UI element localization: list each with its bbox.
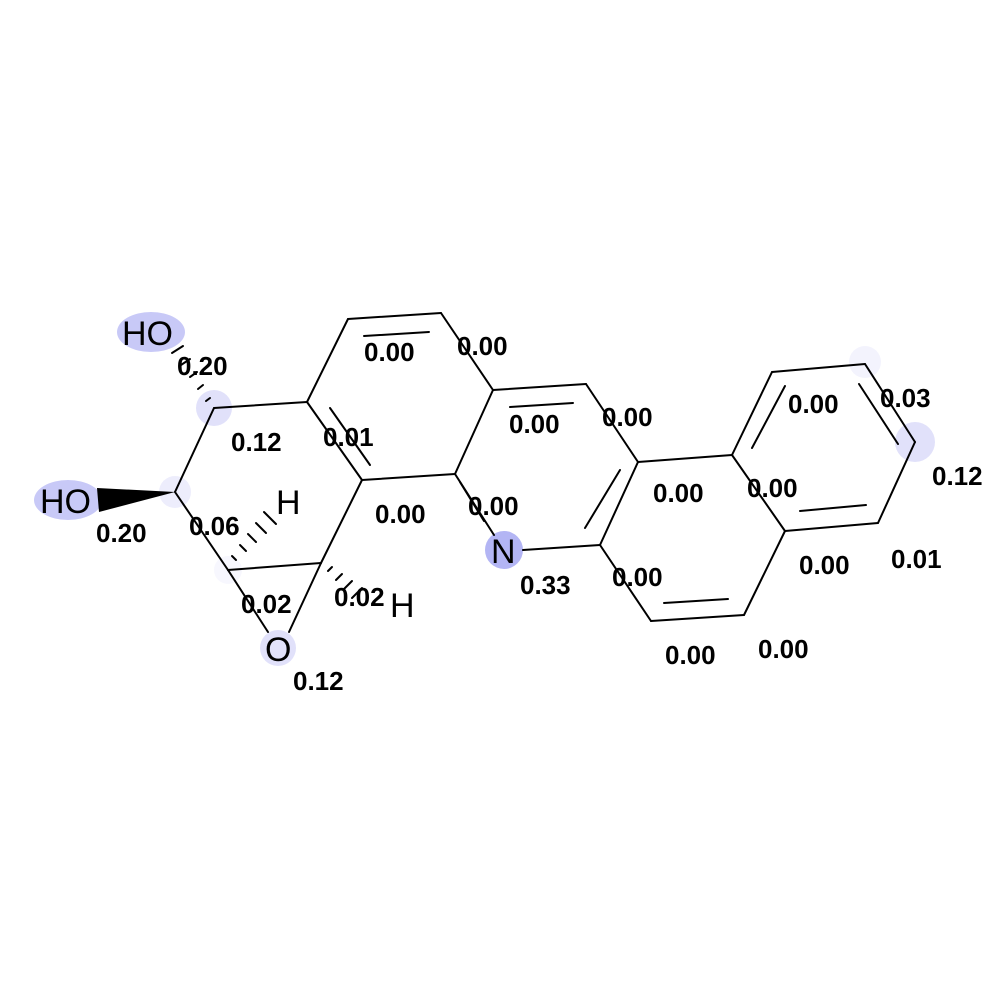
bond-c-mid-inner xyxy=(509,402,574,408)
bond-h-lower-hash-4 xyxy=(351,587,363,599)
weight-c-right-ring-tr: 0.03 xyxy=(880,383,931,413)
bond-c-right-ring-top-inner xyxy=(751,385,786,449)
bond-c-lower-right-ring-c-right-ring-junction xyxy=(731,454,786,532)
bond-c-above-n-n xyxy=(522,544,601,551)
highlight-o xyxy=(260,630,296,666)
bond-c-right-ring-br-c-lower-right-ring xyxy=(784,522,879,532)
bond-c-ring-top-left-c-ring-top-right xyxy=(347,312,442,320)
bond-c-center-c-above-n xyxy=(599,461,639,546)
weight-ho-upper: 0.20 xyxy=(177,351,228,381)
bond-c-right-ring-junction-c-right-ring-top xyxy=(731,371,773,456)
weight-c-right-ring-junction: 0.00 xyxy=(747,473,798,503)
atom-label-h-upper: H xyxy=(276,484,301,522)
weight-c-lower-junction: 0.00 xyxy=(375,499,426,529)
atom-label-h-lower: H xyxy=(390,587,415,625)
bond-c-right-ring-br-inner xyxy=(799,504,867,512)
bond-c-ho-upper-o-hash-5 xyxy=(171,345,184,354)
bond-c-ho-upper-o-hash-4 xyxy=(180,358,191,366)
weight-c-ring-top: 0.00 xyxy=(364,337,415,367)
bond-c-ho-upper-o-hash-2 xyxy=(197,384,204,390)
bond-c-lower-junction-c-ring-junction xyxy=(306,401,363,481)
atom-label-ho-upper: HO xyxy=(122,315,173,353)
bond-c-ho-lower-o-wedge xyxy=(97,488,175,512)
atom-highlights xyxy=(34,312,935,666)
bond-c-mid-right-c-center xyxy=(585,383,639,463)
bond-c-epox-right-o xyxy=(288,562,322,633)
bond-h-upper-hash-2 xyxy=(239,544,247,552)
bond-c-mid-ring-c-mid-right xyxy=(492,383,587,391)
bond-c-center-inner xyxy=(584,469,621,529)
weight-c-right-ring-top: 0.00 xyxy=(788,389,839,419)
bond-c-mid-ring-c-lower-ring xyxy=(454,389,494,475)
weight-c-ho-lower: 0.06 xyxy=(189,511,240,541)
atom-label-o: O xyxy=(265,631,291,669)
weight-c-mid-right: 0.00 xyxy=(602,402,653,432)
bond-c-epox-left-o xyxy=(227,569,269,633)
bond-epox-c-c xyxy=(227,562,322,571)
bond-c-lower-ring-c-lower-junction xyxy=(361,473,456,481)
atom-labels: HO HO H H N O xyxy=(40,315,516,669)
bond-c-ho-upper-o-hash-1 xyxy=(205,397,211,402)
bonds xyxy=(97,312,916,633)
weight-c-epox-right: 0.02 xyxy=(334,582,385,612)
bond-c-bottom-inner xyxy=(663,598,729,604)
bond-c-ring-junction-inner xyxy=(329,407,371,466)
highlight-ho-lower xyxy=(34,480,102,520)
weight-c-ring-junction: 0.01 xyxy=(323,422,374,452)
highlight-c-right-ring-tr xyxy=(849,346,881,378)
weight-c-epox-left: 0.02 xyxy=(241,589,292,619)
weight-o: 0.12 xyxy=(293,666,344,696)
bond-c-ho-upper-o-hash-3 xyxy=(189,371,198,378)
bond-h-lower-hash-1 xyxy=(327,566,333,572)
weight-c-ho-upper: 0.12 xyxy=(231,427,282,457)
bond-h-upper-hash-1 xyxy=(231,555,237,561)
weight-c-right-ring-bottom: 0.00 xyxy=(799,550,850,580)
bond-c-above-n-c-bottom-left xyxy=(599,544,652,622)
bond-c-bottom-left-c-bottom-right xyxy=(650,614,745,622)
bond-c-ho-lower-c-epox-left xyxy=(174,491,229,571)
bond-c-epox-right-c-lower-junction xyxy=(320,479,363,564)
weight-c-right-ring-r: 0.12 xyxy=(932,461,983,491)
bond-n-inner xyxy=(459,481,485,522)
bond-c-right-ring-r-c-right-ring-br xyxy=(877,441,916,524)
weight-c-lower-right-ring: 0.00 xyxy=(612,562,663,592)
weight-c-ring-top-right: 0.00 xyxy=(457,331,508,361)
weight-c-right-ring-br: 0.01 xyxy=(891,544,942,574)
weight-c-mid-ring: 0.00 xyxy=(509,409,560,439)
bond-h-upper-hash-3 xyxy=(247,533,257,543)
weight-ho-lower: 0.20 xyxy=(96,518,147,548)
bond-c-ring-top-inner xyxy=(363,331,430,337)
weight-c-bottom-left: 0.00 xyxy=(665,640,716,670)
atom-label-n: N xyxy=(491,533,516,571)
bond-c-ring-junction-c-ring-top-left xyxy=(306,318,349,403)
highlight-ho-upper xyxy=(117,312,185,352)
bond-c-right-ring-tr-inner xyxy=(858,383,899,445)
bond-h-lower-hash-3 xyxy=(343,580,353,590)
bond-h-lower-hash-2 xyxy=(335,573,343,581)
bond-c-ho-upper-c-ho-lower xyxy=(174,407,215,493)
weight-c-center: 0.00 xyxy=(653,478,704,508)
bond-h-upper-hash-5 xyxy=(263,511,277,525)
weight-labels: 0.20 0.20 0.12 0.06 0.02 0.02 0.12 0.00 … xyxy=(96,331,983,696)
bond-c-bottom-right-c-lower-right-ring xyxy=(743,530,786,616)
highlight-n xyxy=(485,531,523,569)
weight-c-above-n: 0.00 xyxy=(468,491,519,521)
bond-c-right-ring-junction-c-center xyxy=(637,454,733,463)
bond-h-upper-hash-4 xyxy=(255,522,267,534)
bond-c-right-ring-tr-c-right-ring-r xyxy=(864,363,916,443)
bond-c-ho-upper-c-ring-junction xyxy=(213,401,308,409)
weight-n: 0.33 xyxy=(520,570,571,600)
bond-c-ring-top-right-c-mid-ring xyxy=(440,312,494,391)
weight-c-bottom-right: 0.00 xyxy=(758,634,809,664)
bond-c-right-ring-top-c-right-ring-tr xyxy=(771,363,866,373)
atom-label-ho-lower: HO xyxy=(40,483,91,521)
